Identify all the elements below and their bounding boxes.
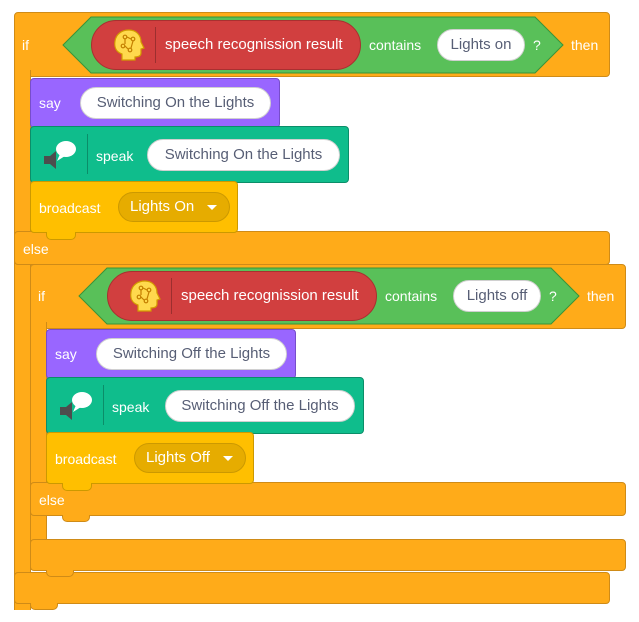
inner-else-label: else — [39, 492, 65, 508]
inner-then-label: then — [587, 288, 615, 304]
head-circuit-icon — [114, 29, 145, 61]
broadcast-message-value-on: Lights On — [130, 198, 195, 215]
inner-reporter-label: speech recognission result — [181, 287, 359, 304]
inner-else-bar[interactable] — [30, 482, 626, 516]
inner-if-label: if — [38, 288, 45, 304]
speak-separator-on — [87, 134, 88, 174]
head-circuit-icon — [130, 280, 161, 312]
speak-separator-off — [103, 385, 104, 425]
say-label-off: say — [55, 346, 77, 362]
inner-reporter-separator — [171, 278, 172, 314]
broadcast-bottom-notch-off — [62, 483, 92, 491]
broadcast-label-on: broadcast — [39, 200, 101, 216]
speak-text-input-off[interactable]: Switching Off the Lights — [165, 390, 355, 422]
broadcast-message-dropdown-off[interactable]: Lights Off — [134, 443, 246, 473]
broadcast-bottom-notch-on — [46, 232, 76, 240]
speak-label-on: speak — [96, 148, 134, 164]
caret-down-icon — [223, 456, 233, 461]
broadcast-message-value-off: Lights Off — [146, 449, 210, 466]
outer-contains-label: contains — [369, 37, 422, 53]
inner-if-bottom-notch — [46, 570, 74, 577]
outer-if-label: if — [22, 37, 29, 53]
outer-question-label: ? — [533, 37, 541, 53]
outer-reporter-separator — [155, 27, 156, 63]
broadcast-label-off: broadcast — [55, 451, 117, 467]
outer-if-footer[interactable] — [14, 572, 610, 604]
outer-reporter-label: speech recognission result — [165, 36, 343, 53]
inner-contains-label: contains — [385, 288, 438, 304]
inner-if-footer[interactable] — [30, 539, 626, 571]
inner-contains-value-input[interactable]: Lights off — [453, 280, 541, 312]
inner-question-label: ? — [549, 288, 557, 304]
outer-if-bottom-notch — [30, 603, 58, 610]
speech-bubble-speaker-icon — [60, 392, 92, 420]
speak-label-off: speak — [112, 399, 150, 415]
broadcast-message-dropdown-on[interactable]: Lights On — [118, 192, 230, 222]
caret-down-icon — [207, 205, 217, 210]
inner-if-arm — [30, 322, 47, 570]
say-text-input-on[interactable]: Switching On the Lights — [80, 87, 271, 119]
speak-text-input-on[interactable]: Switching On the Lights — [147, 139, 340, 171]
outer-else-bar[interactable] — [14, 231, 610, 265]
speech-bubble-speaker-icon — [44, 141, 76, 169]
outer-then-label: then — [571, 37, 599, 53]
outer-if-arm — [14, 70, 31, 610]
say-text-input-off[interactable]: Switching Off the Lights — [96, 338, 287, 370]
outer-else-label: else — [23, 241, 49, 257]
outer-contains-value-input[interactable]: Lights on — [437, 29, 525, 61]
inner-else-slot-notch — [62, 515, 90, 522]
say-label-on: say — [39, 95, 61, 111]
